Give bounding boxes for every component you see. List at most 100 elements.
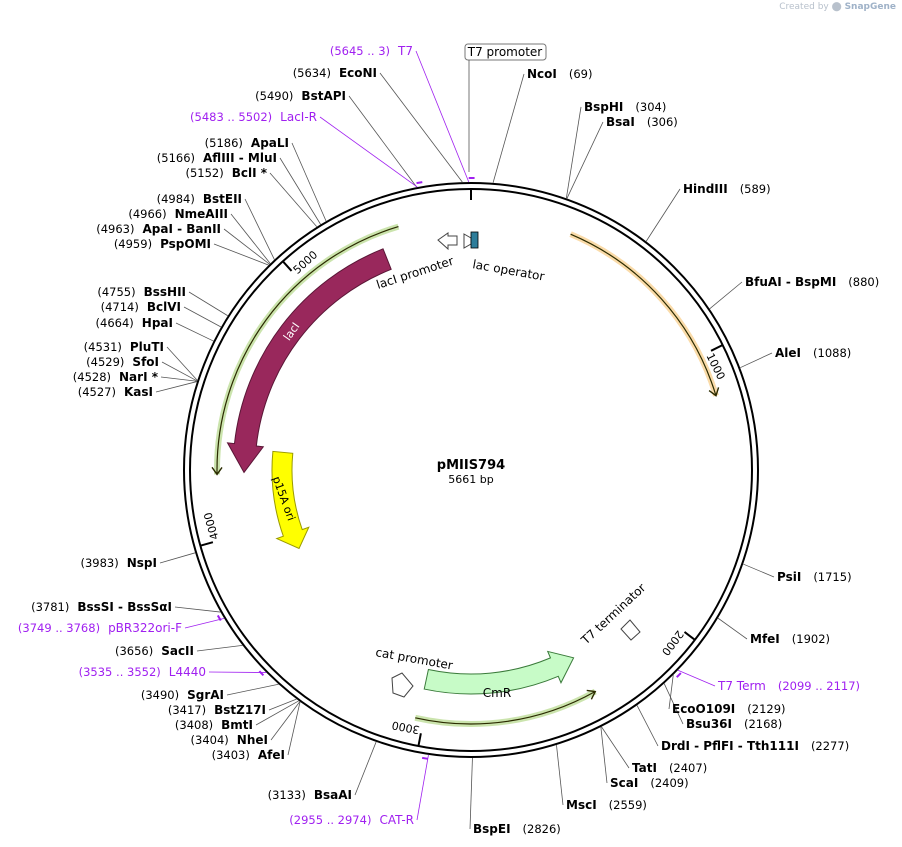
site-position: (5490) xyxy=(255,89,293,103)
site-position: (2955 .. 2974) xyxy=(289,813,371,827)
site-position: (5152) xyxy=(185,166,223,180)
site-position: (5483 .. 5502) xyxy=(190,110,272,124)
site-position: (4963) xyxy=(96,222,134,236)
site-position: (69) xyxy=(569,67,593,81)
site-name: NcoI xyxy=(527,67,557,81)
site-name: NspI xyxy=(127,556,157,570)
leader-line xyxy=(379,72,463,183)
backbone-outer-ring xyxy=(183,182,759,758)
primer-mark xyxy=(216,614,222,621)
site-position: (2826) xyxy=(523,822,561,836)
leader-line xyxy=(287,701,301,756)
enzyme-hindiii: HindIII(589) xyxy=(683,182,771,196)
enzyme-bclvi: BclVI(4714) xyxy=(101,300,181,314)
leader-line xyxy=(636,705,659,747)
site-position: (1088) xyxy=(813,346,851,360)
feature-laci-promoter xyxy=(437,232,458,251)
enzyme-bsaai: BsaAI(3133) xyxy=(268,788,352,802)
site-name: CAT-R xyxy=(379,813,414,827)
enzyme-apai-banii: ApaI - BanII(4963) xyxy=(96,222,221,236)
leader-line xyxy=(223,228,270,265)
site-position: (304) xyxy=(635,100,666,114)
site-position: (5634) xyxy=(293,66,331,80)
site-position: (880) xyxy=(848,275,879,289)
enzyme-psii: PsiI (1715) xyxy=(777,570,852,584)
site-name: AfeI xyxy=(258,748,285,762)
enzyme-nari: NarI *(4528) xyxy=(73,370,159,384)
site-position: (3404) xyxy=(191,733,229,747)
site-position: (3490) xyxy=(141,688,179,702)
credit-prefix: Created by xyxy=(779,2,829,12)
site-name: SacII xyxy=(161,644,194,658)
leader-line xyxy=(663,683,684,725)
leader-line xyxy=(743,563,775,578)
site-name: LacI-R xyxy=(280,110,317,124)
feature-t7-terminator-label: T7 terminator xyxy=(578,581,649,648)
leader-line xyxy=(155,381,198,393)
leader-line xyxy=(226,683,279,696)
site-labels: NcoI(69)BspHI(304)BsaI(306)HindIII(589)B… xyxy=(18,44,879,836)
feature-lac-operator xyxy=(470,231,479,249)
enzyme-sfoi: SfoI(4529) xyxy=(86,355,159,369)
leader-line xyxy=(319,116,418,188)
tick-label: 3000 xyxy=(391,718,421,736)
enzyme-pspomi: PspOMI(4959) xyxy=(114,237,211,251)
enzyme-bspei: BspEI(2826) xyxy=(473,822,561,836)
site-name: BstAPI xyxy=(301,89,346,103)
site-name: PspOMI xyxy=(160,237,211,251)
primer-l4440: L4440(3535 .. 3552) xyxy=(79,665,206,679)
site-name: BstZ17I xyxy=(214,703,266,717)
site-name: BssSI - BssSαI xyxy=(77,600,172,614)
site-position: (4966) xyxy=(128,207,166,221)
site-position: (2409) xyxy=(650,776,688,790)
orf-arc-arrowhead xyxy=(211,466,223,476)
snapgene-logo-icon: ⬤ xyxy=(831,2,842,12)
leader-line xyxy=(600,727,608,784)
leader-line xyxy=(268,698,297,711)
enzyme-nspi: NspI (3983) xyxy=(81,556,158,570)
feature-cat-promoter xyxy=(391,672,414,698)
enzyme-bmti: BmtI(3408) xyxy=(175,718,253,732)
site-name: EcoNI xyxy=(339,66,377,80)
orf-arc-halo xyxy=(569,231,719,397)
enzyme-bstz17i: BstZ17I(3417) xyxy=(168,703,266,717)
site-name: EcoO109I xyxy=(672,702,735,716)
enzyme-drdi-pflfi-tth111i: DrdI - PflFI - Tth111I(2277) xyxy=(661,739,849,753)
enzyme-msci: MscI(2559) xyxy=(566,798,647,812)
site-name: MscI xyxy=(566,798,597,812)
leader-line xyxy=(279,157,321,225)
tick-mark xyxy=(710,344,724,352)
feature-cmr xyxy=(423,650,575,695)
site-position: (4755) xyxy=(97,285,135,299)
site-position: (4664) xyxy=(96,316,134,330)
enzyme-nhei: NheI(3404) xyxy=(191,733,268,747)
primer-cat-r: CAT-R (2955 .. 2974) xyxy=(289,813,414,827)
site-position: (3535 .. 3552) xyxy=(79,665,161,679)
site-position: (2407) xyxy=(669,761,707,775)
leader-line xyxy=(348,95,417,188)
leader-line xyxy=(717,617,748,640)
site-name: NmeAIII xyxy=(175,207,228,221)
site-position: (4529) xyxy=(86,355,124,369)
site-position: (3983) xyxy=(81,556,119,570)
site-name: PsiI xyxy=(777,570,801,584)
leader-line xyxy=(213,243,269,266)
enzyme-ecoo109i: EcoO109I (2129) xyxy=(672,702,786,716)
feature-cat-promoter-label: cat promoter xyxy=(374,645,453,672)
site-position: (1715) xyxy=(813,570,851,584)
enzyme-sacii: SacII(3656) xyxy=(115,644,194,658)
site-position: (2129) xyxy=(747,702,785,716)
feature-laci xyxy=(226,248,392,474)
tick-mark xyxy=(282,260,293,272)
site-position: (306) xyxy=(647,115,678,129)
site-name: PluTI xyxy=(130,340,164,354)
site-name: BsaAI xyxy=(314,788,352,802)
site-position: (4714) xyxy=(101,300,139,314)
leader-line xyxy=(354,741,377,796)
primer-t7-term: T7 Term(2099 .. 2117) xyxy=(717,679,860,693)
site-name: ApaLI xyxy=(251,136,289,150)
feature-t7-terminator xyxy=(620,619,641,641)
leader-line xyxy=(174,606,221,613)
